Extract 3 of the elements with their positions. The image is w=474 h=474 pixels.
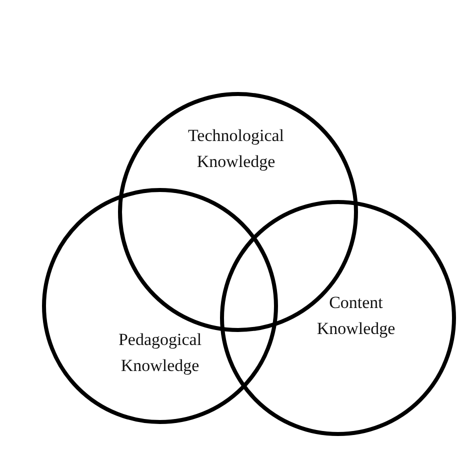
circle-label: Pedagogical Knowledge	[117, 329, 203, 377]
circle-label: Technological Knowledge	[186, 125, 286, 173]
circle-label: Content Knowledge	[316, 292, 396, 340]
